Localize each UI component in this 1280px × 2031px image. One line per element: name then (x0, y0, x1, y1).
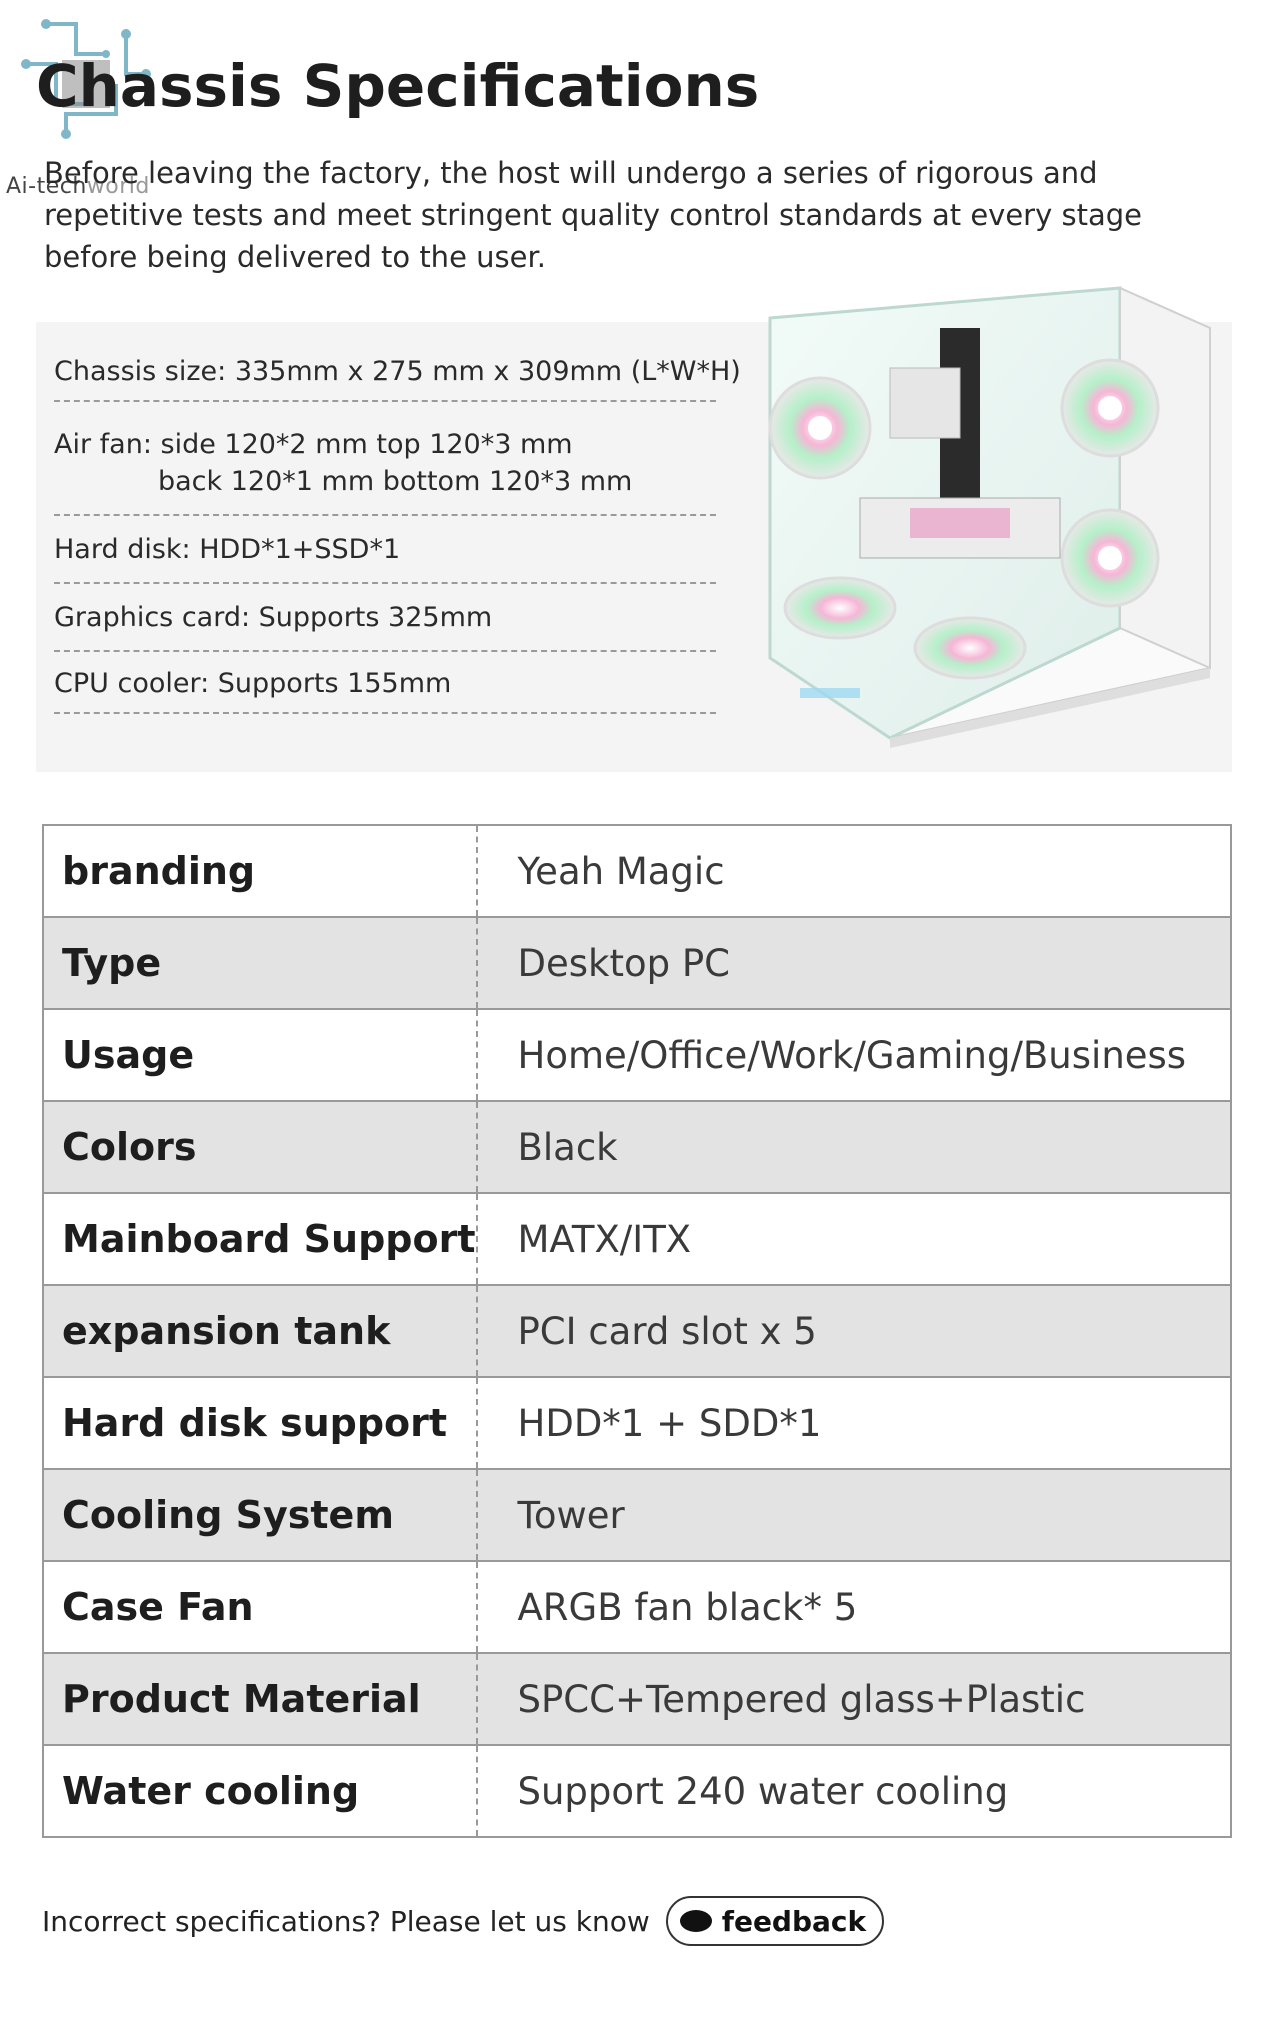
spec-value: Support 240 water cooling (517, 1769, 1009, 1813)
spec-hard-disk: Hard disk: HDD*1+SSD*1 (54, 534, 716, 584)
spec-key: expansion tank (43, 1285, 478, 1378)
spec-value: Home/Office/Work/Gaming/Business (476, 1009, 1231, 1102)
spec-key: Case Fan (43, 1561, 478, 1654)
circuit-logo-icon (21, 19, 151, 139)
spec-value: Black (476, 1101, 1231, 1194)
spec-graphics-card: Graphics card: Supports 325mm (54, 602, 716, 652)
feedback-prompt: Incorrect specifications? Please let us … (42, 1904, 650, 1938)
intro-paragraph: Before leaving the factory, the host wil… (44, 156, 1142, 274)
spec-key: Colors (43, 1101, 478, 1194)
spec-value: PCI card slot x 5 (476, 1285, 1231, 1378)
chassis-product-image (740, 268, 1220, 758)
spec-value: Yeah Magic (476, 825, 1231, 918)
brand-logo: Ai-techworld (6, 4, 166, 199)
spec-air-fan: Air fan: side 120*2 mm top 120*3 mm back… (54, 426, 716, 516)
spec-value: ARGB fan black* 5 (476, 1561, 1231, 1654)
spec-value: Desktop PC (476, 917, 1231, 1010)
logo-text-light: world (86, 174, 150, 199)
feedback-bar: Incorrect specifications? Please let us … (42, 1896, 885, 1946)
feedback-bubble-icon (679, 1910, 712, 1932)
logo-text: Ai-techworld (6, 174, 150, 199)
logo-text-bold: Ai-tech (6, 174, 87, 199)
spec-air-fan-line1: Air fan: side 120*2 mm top 120*3 mm (54, 429, 573, 460)
feedback-button-label: feedback (721, 1904, 867, 1938)
spec-value: SPCC+Tempered glass+Plastic (476, 1653, 1231, 1746)
spec-cpu-cooler: CPU cooler: Supports 155mm (54, 668, 716, 714)
table-row: Water cooling Support 240 water cooling (43, 1745, 1231, 1837)
spec-key: Cooling System (43, 1469, 478, 1562)
spec-key: Hard disk support (43, 1377, 478, 1470)
spec-air-fan-line2: back 120*1 mm bottom 120*3 mm (158, 466, 633, 497)
spec-value: MATX/ITX (476, 1193, 1231, 1286)
spec-key: Mainboard Support (43, 1193, 478, 1286)
spec-key: Type (43, 917, 478, 1010)
spec-key: Product Material (43, 1653, 478, 1746)
spec-value: Tower (476, 1469, 1231, 1562)
spec-value: HDD*1 + SDD*1 (476, 1377, 1231, 1470)
spec-key: Usage (43, 1009, 478, 1102)
feedback-button[interactable]: feedback (665, 1896, 885, 1946)
spec-key: Water cooling (43, 1745, 478, 1837)
spec-chassis-size: Chassis size: 335mm x 275 mm x 309mm (L*… (54, 356, 741, 402)
page-title: Chassis Specifications (36, 52, 760, 120)
spec-key: branding (43, 825, 478, 918)
